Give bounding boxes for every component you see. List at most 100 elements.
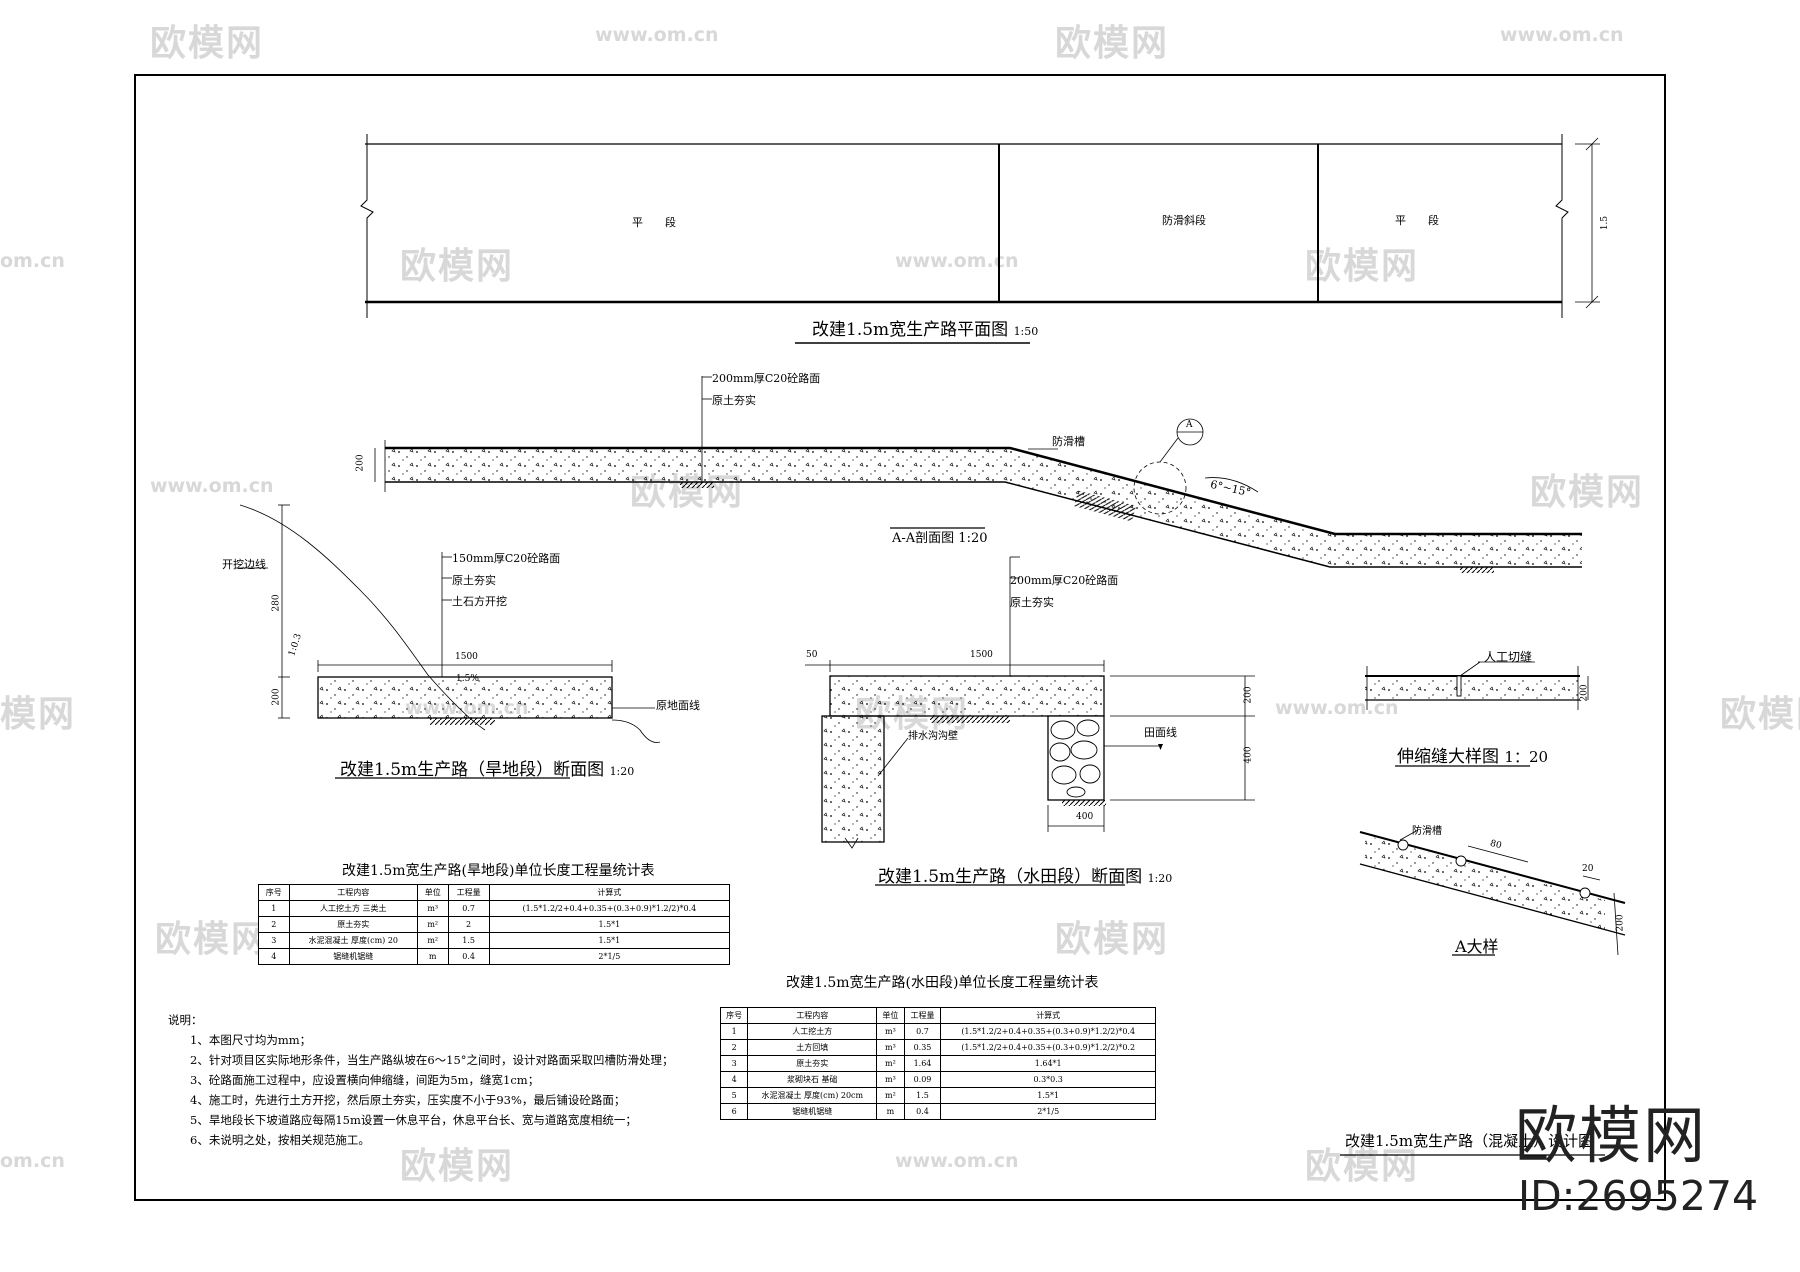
brand-id-text: ID:2695274 <box>1518 1172 1759 1220</box>
table-header-cell: 工程量 <box>447 884 490 901</box>
table-cell: 1.5 <box>903 1087 942 1104</box>
dry-ground-line-label: 原地面线 <box>656 699 700 712</box>
table-cell: 0.09 <box>903 1071 942 1088</box>
table-cell: 1 <box>258 900 290 917</box>
table-cell: 锯缝机锯缝 <box>288 948 418 965</box>
table-cell: 土方回填 <box>747 1039 878 1056</box>
sheet-title: 改建1.5m宽生产路（混凝土）设计图 <box>1345 1132 1594 1150</box>
plan-antiskid-segment: 防滑斜段 <box>1162 214 1206 227</box>
table-header-cell: 单位 <box>876 1007 905 1024</box>
notes-list: 1、本图尺寸均为mm； 2、针对项目区实际地形条件，当生产路纵坡在6～15°之间时… <box>168 1030 674 1150</box>
table-cell: 0.4 <box>903 1103 942 1120</box>
table-cell: 人工挖土方 <box>747 1023 878 1040</box>
table-cell: 4 <box>258 948 290 965</box>
design-notes: 说明： 1、本图尺寸均为mm；2、针对项目区实际地形条件，当生产路纵坡在6～15… <box>168 1010 674 1150</box>
table-cell: 0.3*0.3 <box>940 1071 1156 1088</box>
table-cell: 0.7 <box>447 900 490 917</box>
joint-detail-title-text: 伸缩缝大样图 <box>1397 747 1499 767</box>
note-item: 5、旱地段长下坡道路应每隔15m设置一休息平台，休息平台长、宽与道路宽度相统一； <box>190 1113 637 1127</box>
dry-thickness-dim: 200 <box>271 688 282 706</box>
brand-logo-text: 欧模网 <box>1515 1099 1708 1172</box>
table-cell: 2 <box>719 1039 749 1056</box>
table-cell: 3 <box>719 1055 749 1072</box>
a-detail-groove-label: 防滑槽 <box>1412 826 1442 837</box>
dry-section-title: 改建1.5m生产路（旱地段）断面图 1:20 <box>340 755 634 780</box>
table-cell: 锯缝机锯缝 <box>747 1103 878 1120</box>
table-cell: m³ <box>876 1023 905 1040</box>
watermark-url: www.om.cn <box>895 1150 1019 1172</box>
table-cell: 0.7 <box>903 1023 942 1040</box>
table-header-row: 序号工程内容单位工程量计算式 <box>719 1007 1156 1024</box>
paddy-edge-dim: 50 <box>806 650 818 660</box>
aa-antiskid-label: 防滑槽 <box>1052 435 1085 448</box>
watermark-logo: 欧模网 <box>1530 472 1645 513</box>
plan-width-dimension: 1.5 <box>1600 215 1611 231</box>
watermark-logo: 欧模网 <box>150 23 265 64</box>
watermark-logo: 欧模网 <box>1720 694 1800 735</box>
dry-height-dim: 280 <box>271 594 282 612</box>
table-cell: m² <box>416 932 449 949</box>
paddy-section-drawing <box>805 556 1255 886</box>
watermark-url: www.om.cn <box>1275 697 1399 719</box>
table-cell: 2*1/5 <box>488 948 731 965</box>
table-header-cell: 工程内容 <box>288 884 418 901</box>
table-cell: 人工挖土方 三类土 <box>288 900 418 917</box>
watermark-url: www.om.cn <box>150 475 274 497</box>
a-detail-depth-dim: 20 <box>1582 864 1594 874</box>
table-cell: 原土夯实 <box>288 916 418 933</box>
table-header-cell: 工程内容 <box>747 1007 878 1024</box>
watermark-logo: 欧模网 <box>1055 23 1170 64</box>
aa-callout-mark: A <box>1186 420 1193 430</box>
table-cell: 0.4 <box>447 948 490 965</box>
plan-view-drawing <box>360 134 1600 344</box>
watermark-logo: 欧模网 <box>155 919 270 960</box>
paddy-field-line-label: 田面线 <box>1144 726 1177 739</box>
plan-flat-segment-left: 平 段 <box>632 216 676 229</box>
table-cell: 1.5*1 <box>488 916 731 933</box>
table-cell: m² <box>416 916 449 933</box>
table-cell: m² <box>876 1055 905 1072</box>
dry-width-dim: 1500 <box>455 652 478 662</box>
paddy-wall-width-dim: 400 <box>1076 812 1094 822</box>
note-item: 6、未说明之处，按相关规范施工。 <box>190 1133 370 1147</box>
table-cell: m³ <box>876 1071 905 1088</box>
watermark-logo: 模网 <box>0 694 77 735</box>
table-cell: m² <box>876 1087 905 1104</box>
paddy-layer-top: 200mm厚C20砼路面 <box>1010 574 1119 587</box>
aa-section-title: A-A剖面图 1:20 <box>892 531 988 546</box>
paddy-section-title-text: 改建1.5m生产路（水田段）断面图 <box>878 867 1143 887</box>
dry-layer-base: 原土夯实 <box>452 574 496 587</box>
dry-layer-cut: 土石方开挖 <box>452 595 507 608</box>
note-item: 2、针对项目区实际地形条件，当生产路纵坡在6～15°之间时，设计对路面采取凹槽防… <box>190 1053 674 1067</box>
paddy-thickness-dim: 200 <box>1243 686 1254 704</box>
watermark-url: om.cn <box>0 1150 65 1172</box>
watermark-url: om.cn <box>0 250 65 272</box>
table-cell: 2*1/5 <box>940 1103 1156 1120</box>
section-aa-drawing <box>374 376 1582 573</box>
table-cell: 1 <box>719 1023 749 1040</box>
watermark-logo: 欧模网 <box>1305 246 1420 287</box>
table-cell: m³ <box>876 1039 905 1056</box>
table-cell: (1.5*1.2/2+0.4+0.35+(0.3+0.9)*1.2/2)*0.2 <box>940 1039 1156 1056</box>
dry-section-scale: 1:20 <box>609 765 635 778</box>
watermark-logo: 欧模网 <box>400 246 515 287</box>
table-cell: 5 <box>719 1087 749 1104</box>
table-cell: 浆砌块石 基础 <box>747 1071 878 1088</box>
dry-crossfall: 1.5% <box>456 674 479 684</box>
table-header-cell: 计算式 <box>940 1007 1156 1024</box>
table-header-cell: 序号 <box>719 1007 749 1024</box>
table-cell: m <box>876 1103 905 1120</box>
note-item: 1、本图尺寸均为mm； <box>190 1033 312 1047</box>
table-cell: 原土夯实 <box>747 1055 878 1072</box>
plan-view-scale: 1:50 <box>1013 325 1039 338</box>
